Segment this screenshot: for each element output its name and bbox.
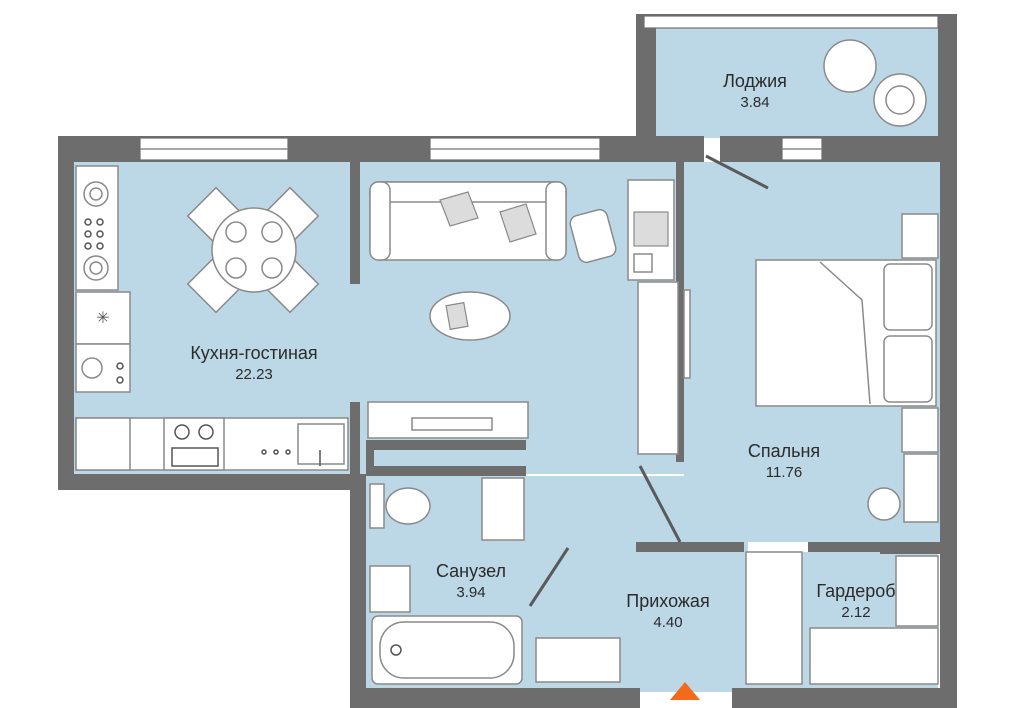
room-area: 3.94	[456, 584, 486, 601]
armchair-icon	[823, 39, 927, 127]
room-name: Лоджия	[723, 71, 787, 91]
room-label-hallway: Прихожая 4.40	[606, 590, 730, 634]
washing-machine	[481, 477, 525, 541]
room-area: 2.12	[841, 604, 871, 621]
kitchen-fixtures: ✳	[75, 165, 349, 471]
dining-table-icon	[186, 186, 320, 314]
hallway-bench	[535, 637, 621, 683]
room-area: 4.40	[653, 614, 683, 631]
coffee-table	[429, 291, 511, 341]
room-label-kitchen: Кухня-гостиная 22.23	[166, 342, 342, 386]
wardrobe-shelf	[895, 555, 939, 627]
entrance-arrow-icon	[670, 682, 700, 700]
room-name: Гардероб	[816, 581, 896, 601]
room-label-bathroom: Санузел 3.94	[416, 560, 526, 604]
bathtub-icon	[371, 615, 523, 685]
plant	[867, 487, 901, 521]
doors	[528, 154, 769, 607]
room-area: 22.23	[235, 366, 273, 383]
room-name: Спальня	[747, 441, 821, 461]
sink-icon	[297, 423, 345, 466]
toilet-icon	[369, 483, 431, 529]
room-name: Кухня-гостиная	[190, 343, 318, 363]
room-name: Прихожая	[626, 591, 710, 611]
svg-text:✳: ✳	[96, 310, 109, 327]
bookshelf	[637, 281, 691, 455]
bathroom-sink	[369, 565, 411, 613]
room-label-loggia: Лоджия 3.84	[700, 70, 810, 114]
room-area: 3.84	[740, 94, 770, 111]
windows	[139, 15, 939, 161]
room-label-wardrobe: Гардероб 2.12	[800, 580, 912, 624]
desk-icon	[569, 179, 675, 281]
room-label-bedroom: Спальня 11.76	[724, 440, 844, 484]
room-area: 11.76	[765, 464, 803, 481]
bed-icon	[755, 213, 939, 453]
stove-icon	[84, 218, 104, 250]
dresser	[903, 453, 939, 523]
room-name: Санузел	[435, 561, 507, 581]
sofa-icon	[369, 181, 567, 261]
wardrobe-rack-left	[745, 551, 803, 685]
wardrobe-rack-bottom	[809, 627, 939, 685]
